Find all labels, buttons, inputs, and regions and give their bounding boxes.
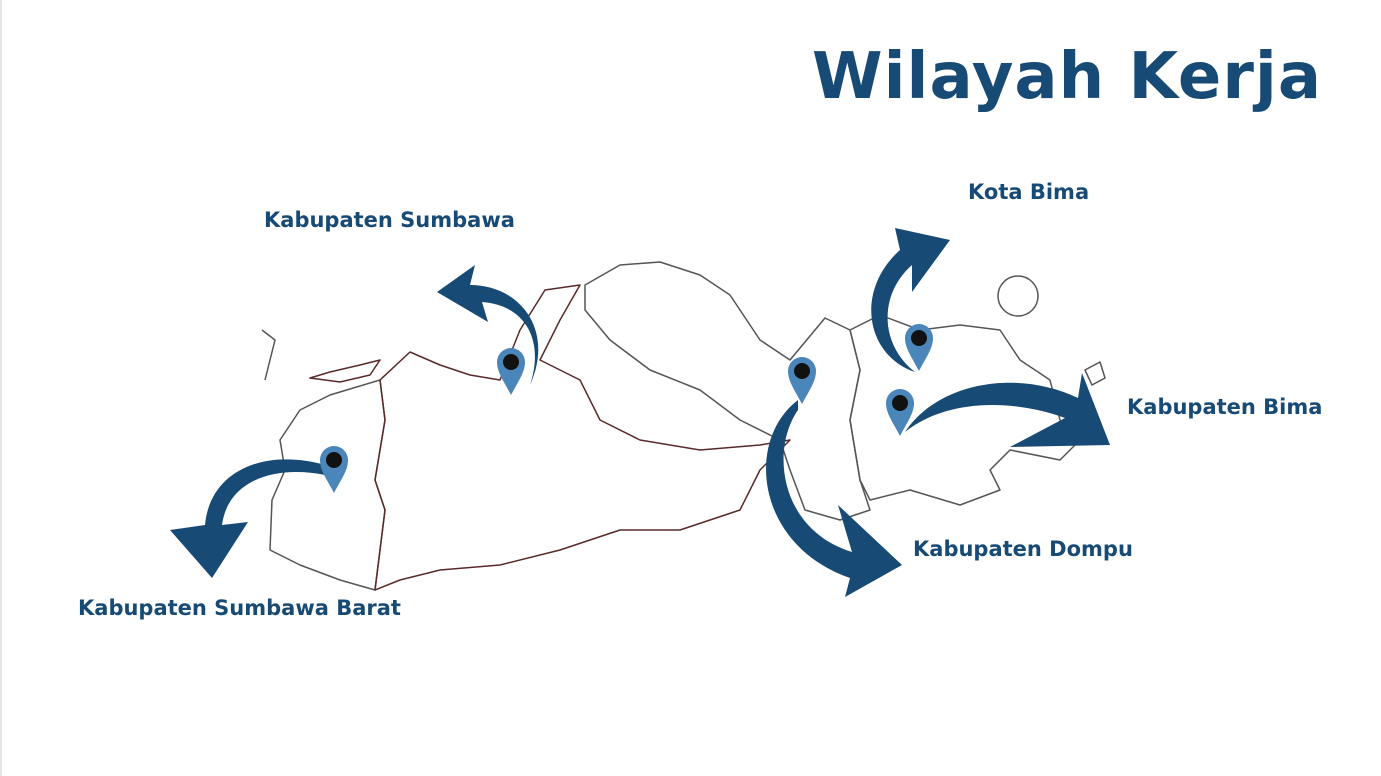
label-kabupaten-bima: Kabupaten Bima — [1127, 395, 1323, 419]
page-title: Wilayah Kerja — [812, 40, 1322, 114]
pin-kabupaten-bima-icon[interactable] — [886, 389, 914, 436]
arrow-dompu — [766, 400, 902, 597]
moyo-island — [309, 359, 381, 383]
label-kabupaten-sumbawa-barat: Kabupaten Sumbawa Barat — [78, 596, 401, 620]
label-kota-bima: Kota Bima — [968, 180, 1090, 204]
pin-sumbawa-barat-icon[interactable] — [320, 446, 348, 493]
small-island — [1084, 361, 1106, 386]
arrow-sumbawa — [437, 265, 539, 385]
location-pins — [320, 324, 933, 493]
region-sumbawa-outline — [374, 284, 791, 591]
region-bima-outline — [849, 314, 1081, 506]
arrow-kabupaten-bima — [905, 373, 1110, 447]
label-kabupaten-sumbawa: Kabupaten Sumbawa — [264, 208, 515, 232]
arrow-kota-bima — [871, 228, 950, 372]
pin-dompu-icon[interactable] — [788, 357, 816, 404]
small-island — [261, 329, 276, 381]
pin-sumbawa-icon[interactable] — [497, 348, 525, 395]
pin-kota-bima-icon[interactable] — [905, 324, 933, 371]
sangeang-island — [997, 275, 1039, 317]
region-sumbawa-barat-outline — [269, 379, 386, 591]
slide-border — [0, 0, 2, 776]
arrow-sumbawa-barat — [170, 459, 325, 578]
region-dompu-outline — [584, 261, 871, 521]
label-kabupaten-dompu: Kabupaten Dompu — [913, 537, 1133, 561]
